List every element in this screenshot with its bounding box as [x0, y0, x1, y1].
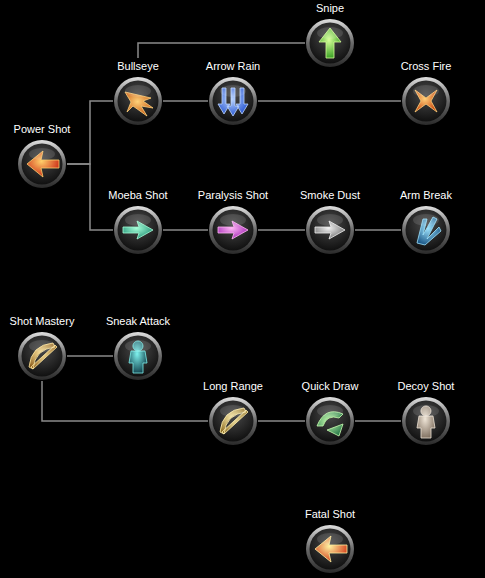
skill-node: Power Shot [14, 123, 71, 189]
skill-label: Bullseye [117, 60, 159, 73]
skill-icon [401, 205, 451, 255]
skill-node: Snipe [305, 2, 355, 68]
skill-node: Cross Fire [401, 60, 452, 126]
skill-label: Sneak Attack [106, 315, 170, 328]
skill-label: Paralysis Shot [198, 189, 268, 202]
skill-icon [113, 205, 163, 255]
skill-label: Quick Draw [302, 380, 359, 393]
skill-icon [305, 524, 355, 574]
skill-icon [305, 18, 355, 68]
skill-label: Power Shot [14, 123, 71, 136]
skill-connector [355, 420, 401, 422]
skill-node: Moeba Shot [108, 189, 167, 255]
skill-node: Long Range [203, 380, 263, 446]
skill-connector [163, 229, 208, 231]
icon-graphic [113, 331, 163, 381]
icon-graphic [113, 205, 163, 255]
skill-connector [42, 381, 208, 421]
skill-node: Arm Break [400, 189, 452, 255]
icon-graphic [401, 396, 451, 446]
skill-node: Sneak Attack [106, 315, 170, 381]
icon-graphic [208, 76, 258, 126]
skill-node: Shot Mastery [10, 315, 75, 381]
skill-node: Bullseye [113, 60, 163, 126]
skill-icon [113, 76, 163, 126]
skill-icon [401, 396, 451, 446]
icon-graphic [305, 396, 355, 446]
icon-graphic [305, 524, 355, 574]
skill-icon [305, 205, 355, 255]
skill-connector [67, 355, 113, 357]
skill-connector [258, 229, 305, 231]
icon-graphic [17, 331, 67, 381]
skill-label: Arm Break [400, 189, 452, 202]
skill-node: Fatal Shot [305, 508, 355, 574]
skill-node: Quick Draw [302, 380, 359, 446]
skill-node: Smoke Dust [300, 189, 360, 255]
icon-graphic [401, 76, 451, 126]
icon-graphic [208, 205, 258, 255]
skill-connector [355, 229, 401, 231]
skill-icon [305, 396, 355, 446]
skill-icon [208, 205, 258, 255]
skill-label: Fatal Shot [305, 508, 355, 521]
skill-label: Shot Mastery [10, 315, 75, 328]
skill-icon [17, 139, 67, 189]
skill-label: Long Range [203, 380, 263, 393]
icon-graphic [17, 139, 67, 189]
skill-node: Arrow Rain [206, 60, 260, 126]
skill-label: Smoke Dust [300, 189, 360, 202]
skill-label: Snipe [316, 2, 344, 15]
skill-connector [67, 101, 113, 164]
skill-icon [208, 76, 258, 126]
skill-connector [163, 100, 208, 102]
skill-label: Decoy Shot [398, 380, 455, 393]
skill-icon [113, 331, 163, 381]
skill-label: Arrow Rain [206, 60, 260, 73]
skill-connector [67, 164, 113, 230]
icon-graphic [113, 76, 163, 126]
skill-connector [258, 100, 401, 102]
skill-label: Moeba Shot [108, 189, 167, 202]
skill-icon [208, 396, 258, 446]
skill-label: Cross Fire [401, 60, 452, 73]
skill-connector [138, 43, 305, 58]
skill-node: Paralysis Shot [198, 189, 268, 255]
skill-connector [258, 420, 305, 422]
icon-graphic [305, 205, 355, 255]
skill-icon [17, 331, 67, 381]
icon-graphic [305, 18, 355, 68]
skill-node: Decoy Shot [398, 380, 455, 446]
icon-graphic [208, 396, 258, 446]
icon-graphic [401, 205, 451, 255]
skill-icon [401, 76, 451, 126]
